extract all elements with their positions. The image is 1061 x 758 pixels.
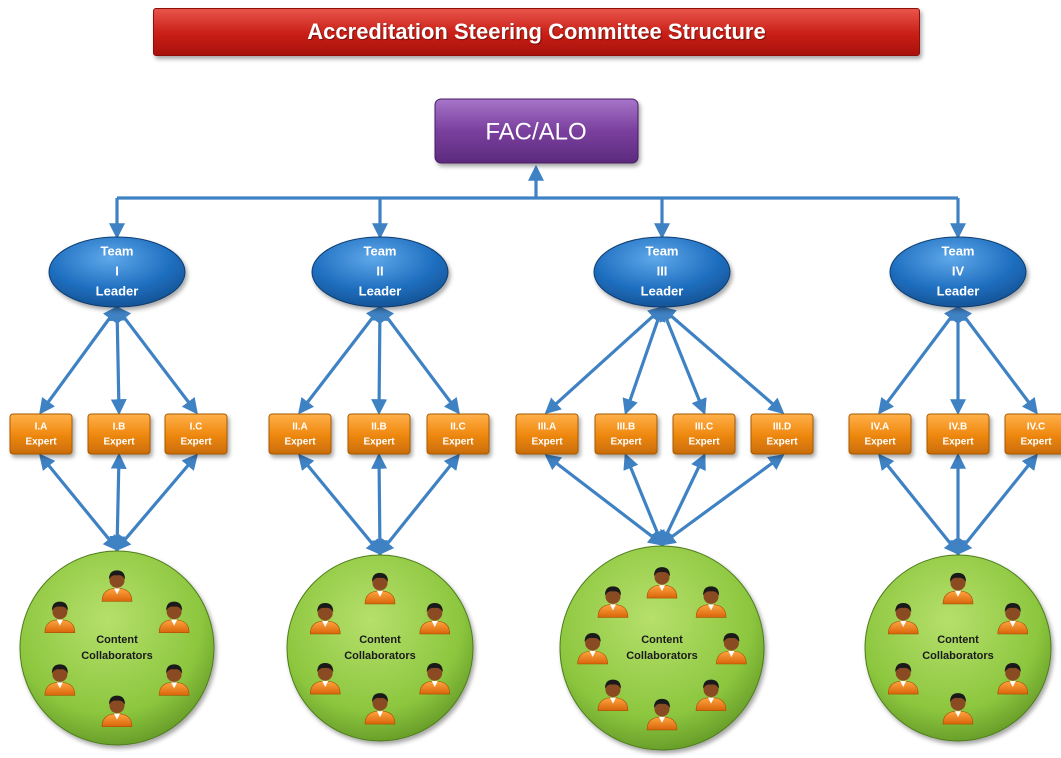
diagram-title: Accreditation Steering Committee Structu… [153,8,920,56]
team-leader-label: Leader [96,283,139,298]
expert-collaborator-connector [371,452,388,557]
leader-expert-connector [371,304,388,416]
team-leader-label: Leader [937,283,980,298]
team-leader-label: Team [646,243,679,258]
team-leader-label: Leader [641,283,684,298]
leader-expert-connector [39,305,119,415]
expert-collaborator-connector [38,453,120,552]
team-leader-label: IV [952,263,965,278]
fac-alo-node: FAC/ALO [434,98,639,164]
expert-collaborator-connector [297,453,383,556]
expert-role: Expert [688,437,720,448]
expert-code: IV.B [949,422,968,433]
expert-collaborator-connector [109,452,127,553]
expert-node-iv-b: IV.B Expert [926,413,990,455]
team-leader-label: Team [942,243,975,258]
leader-expert-connector [956,305,1038,415]
expert-node-iv-c: IV.C Expert [1004,413,1061,455]
team-leader-label: Team [364,243,397,258]
expert-node-ii-b: II.B Expert [347,413,411,455]
team-leader-label: I [115,263,119,278]
expert-node-iii-a: III.A Expert [515,413,579,455]
expert-collaborator-connector [114,453,199,552]
expert-collaborator-connector [660,453,706,547]
collaborators-label: Collaborators [626,650,698,662]
expert-code: III.B [617,422,635,433]
expert-role: Expert [766,437,798,448]
expert-node-iv-a: IV.A Expert [848,413,912,455]
expert-code: II.B [371,422,387,433]
collaborators-label: Content [937,634,979,646]
fac-alo-label: FAC/ALO [485,118,586,145]
expert-role: Expert [180,437,212,448]
expert-role: Expert [363,437,395,448]
connector-lines [38,164,1039,557]
expert-role: Expert [25,437,57,448]
expert-role: Expert [864,437,896,448]
collaborators-label: Content [359,634,401,646]
expert-code: III.D [773,422,791,433]
expert-collaborator-connector [955,453,1039,556]
expert-role: Expert [103,437,135,448]
leader-expert-connector [878,305,960,415]
expert-code: III.C [695,422,713,433]
collaborators-label: Collaborators [344,650,416,662]
expert-node-iii-d: III.D Expert [750,413,814,455]
collaborators-label: Collaborators [81,650,153,662]
expert-node-i-a: I.A Expert [9,413,73,455]
expert-code: I.A [35,422,48,433]
expert-collaborator-connector [877,453,961,556]
expert-node-ii-a: II.A Expert [268,413,332,455]
leader-expert-connector [298,305,382,415]
expert-role: Expert [531,437,563,448]
team-leader-label: Team [101,243,134,258]
expert-node-iii-c: III.C Expert [672,413,736,455]
team-leader-label: III [657,263,668,278]
leader-expert-connector [115,305,198,415]
expert-code: II.A [292,422,308,433]
expert-role: Expert [284,437,316,448]
leader-expert-connector [109,304,127,416]
expert-code: IV.A [871,422,890,433]
expert-node-ii-c: II.C Expert [426,413,490,455]
expert-code: II.C [450,422,466,433]
team-leader-label: II [376,263,383,278]
expert-collaborator-connector [377,453,461,556]
expert-role: Expert [1020,437,1052,448]
expert-collaborator-connector [623,453,665,547]
expert-role: Expert [610,437,642,448]
leader-expert-connector [659,305,707,415]
expert-node-i-b: I.B Expert [87,413,151,455]
expert-code: I.C [190,422,203,433]
expert-collaborator-connector [659,454,785,546]
expert-role: Expert [942,437,974,448]
leader-expert-connector [659,305,785,415]
team-leader-label: Leader [359,283,402,298]
expert-node-iii-b: III.B Expert [594,413,658,455]
expert-role: Expert [442,437,474,448]
collaborators-label: Content [96,634,138,646]
diagram-title-text: Accreditation Steering Committee Structu… [307,19,766,44]
leader-expert-connector [378,305,460,415]
expert-code: III.A [538,422,556,433]
expert-code: I.B [113,422,126,433]
expert-code: IV.C [1027,422,1046,433]
leader-expert-connector [622,304,666,416]
expert-node-i-c: I.C Expert [164,413,228,455]
collaborators-label: Collaborators [922,650,994,662]
collaborators-label: Content [641,634,683,646]
